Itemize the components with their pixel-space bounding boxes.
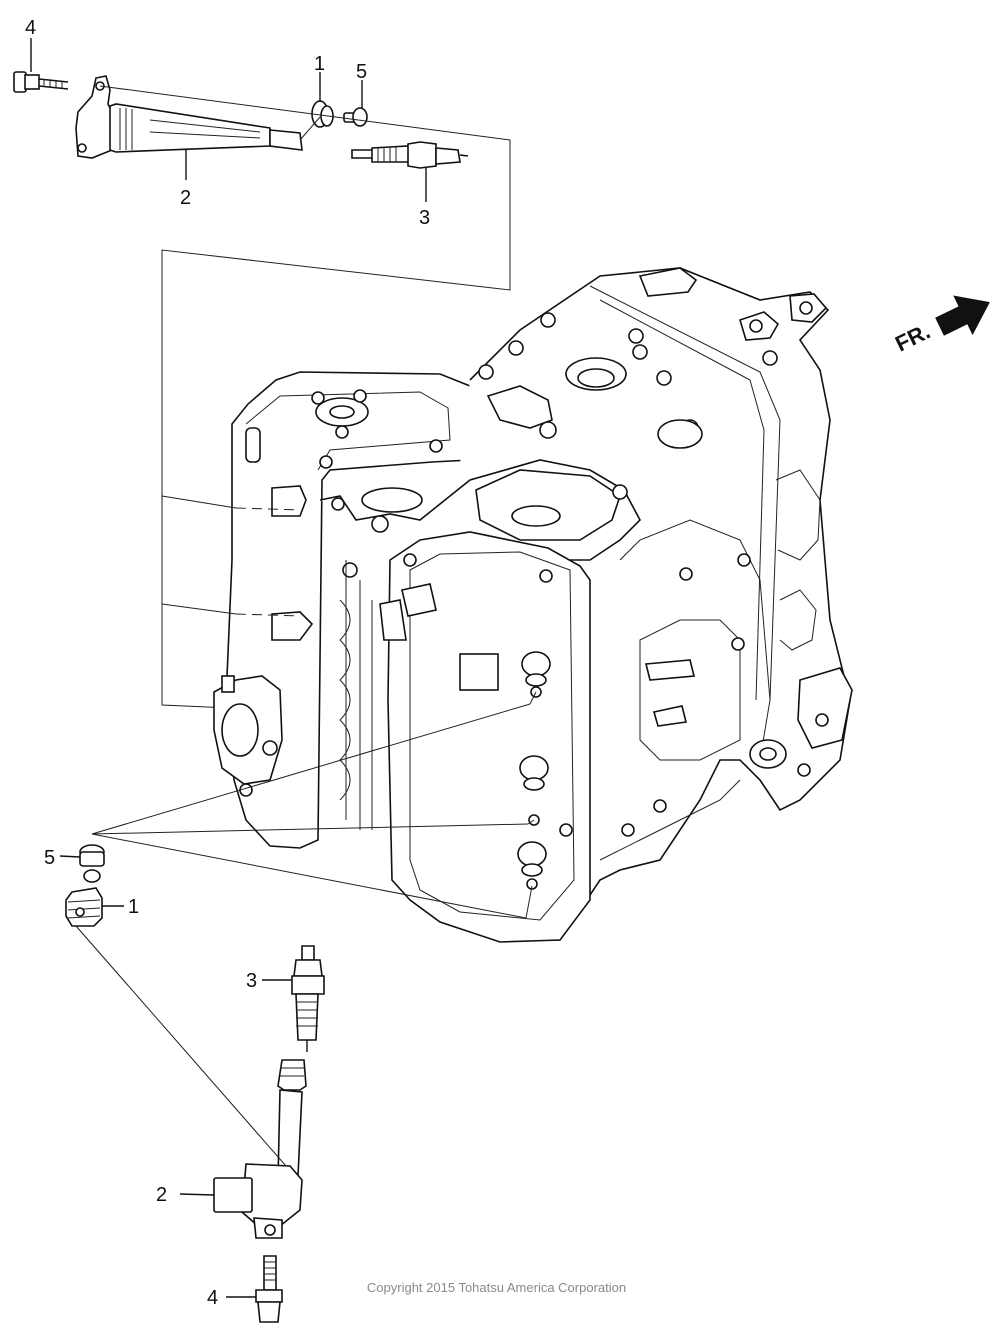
callout-5-top: 5 [356,61,367,83]
top-washer [343,80,368,127]
bottom-ignition-coil [179,1059,307,1239]
callout-5-bottom: 5 [44,847,55,869]
callout-1-bottom: 1 [128,896,139,918]
top-spark-plug [351,141,469,202]
callout-3-top: 3 [419,207,430,229]
bottom-washer [59,844,105,883]
bottom-grommet [65,887,124,927]
callout-2-bottom: 2 [156,1184,167,1206]
callout-4-bottom: 4 [207,1287,218,1309]
top-grommet [311,72,334,128]
engine-block [213,267,853,943]
bottom-bolt [226,1255,283,1323]
front-direction-arrow [935,295,990,336]
bottom-spark-plug [262,945,325,1052]
callout-3-bottom: 3 [246,970,257,992]
front-direction-label: FR. [891,318,934,356]
callout-1-top: 1 [314,53,325,75]
callout-4-top: 4 [25,17,36,39]
copyright-notice: Copyright 2015 Tohatsu America Corporati… [366,1280,627,1295]
top-ignition-coil [75,75,303,180]
top-bolt [13,38,69,93]
callout-2-top: 2 [180,187,191,209]
